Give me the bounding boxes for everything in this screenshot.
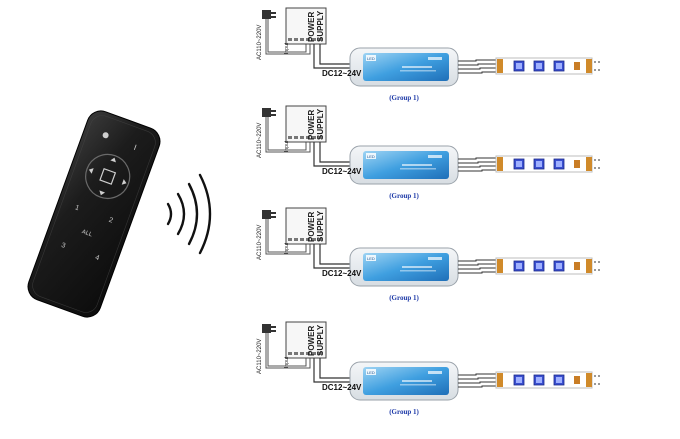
input-label: Input [284, 140, 290, 152]
power-supply-label-line1: POWER [307, 326, 316, 356]
group-label: (Group 1) [389, 192, 419, 200]
power-supply-label-line2: SUPPLY [316, 324, 325, 356]
remote-key-3: 3 [60, 242, 66, 250]
group-label: (Group 1) [389, 94, 419, 102]
controller-badge: LED [367, 154, 375, 159]
input-voltage-label: AC110~220V [257, 339, 263, 374]
output-voltage-label: DC12~24V [322, 69, 362, 78]
remote-center-button [99, 167, 117, 185]
power-supply-label-line2: SUPPLY [316, 108, 325, 140]
dpad-left-icon [88, 168, 94, 174]
wireless-signal-icon [166, 173, 212, 255]
input-label: Input [284, 356, 290, 368]
output-voltage-label: DC12~24V [322, 383, 362, 392]
power-supply-label-line1: POWER [307, 110, 316, 140]
input-label: Input [284, 242, 290, 254]
remote-control: I 1 2 ALL 3 4 [27, 110, 161, 318]
group-row-3: AC110~220V Input POWER SUPPLY DC12~24V L… [257, 207, 603, 302]
input-voltage-label: AC110~220V [257, 25, 263, 60]
remote-key-1: 1 [74, 204, 80, 212]
group-row-2: AC110~220V Input POWER SUPPLY DC12~24V L… [257, 105, 603, 200]
power-supply-label-line1: POWER [307, 12, 316, 42]
group-label: (Group 1) [389, 408, 419, 416]
power-supply-label-line1: POWER [307, 212, 316, 242]
input-label: Input [284, 42, 290, 54]
dpad-up-icon [110, 157, 116, 163]
output-voltage-label: DC12~24V [322, 167, 362, 176]
remote-key-all: ALL [81, 229, 94, 239]
controller-badge: LED [367, 56, 375, 61]
remote-power-button [102, 132, 109, 139]
input-voltage-label: AC110~220V [257, 225, 263, 260]
remote-dpad [85, 153, 131, 200]
power-supply-label-line2: SUPPLY [316, 210, 325, 242]
group-label: (Group 1) [389, 294, 419, 302]
controller-badge: LED [367, 256, 375, 261]
group-row-4: AC110~220V Input POWER SUPPLY DC12~24V L… [257, 321, 603, 416]
dpad-right-icon [121, 179, 127, 185]
group-row-1: AC110~220V Input POWER SUPPLY DC12~24V L… [257, 7, 603, 102]
remote-power-symbol: I [133, 143, 138, 152]
controller-badge: LED [367, 370, 375, 375]
remote-key-4: 4 [94, 254, 100, 262]
power-supply-label-line2: SUPPLY [316, 10, 325, 42]
input-voltage-label: AC110~220V [257, 123, 263, 158]
output-voltage-label: DC12~24V [322, 269, 362, 278]
remote-key-2: 2 [108, 217, 114, 225]
dpad-down-icon [99, 190, 106, 196]
